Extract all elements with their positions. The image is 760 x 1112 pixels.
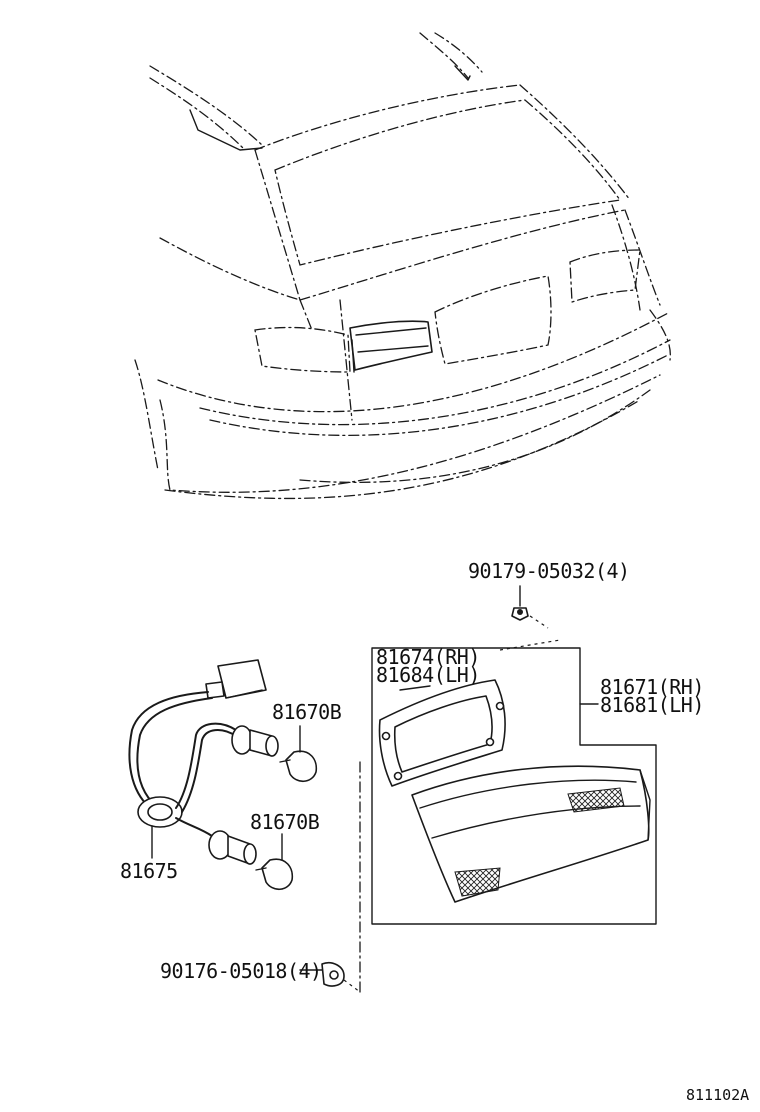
screw-top-assembly	[511, 585, 549, 629]
label-lamp-lh: 81681(LH)	[600, 693, 704, 717]
bulb-lower	[255, 833, 294, 891]
label-bulb-upper: 81670B	[272, 700, 342, 724]
car-rear-illustration	[134, 32, 671, 500]
label-screw-top: 90179-05032(4)	[468, 559, 630, 583]
socket-wire-harness	[128, 659, 279, 865]
lamp-box-outline	[371, 639, 657, 925]
label-gasket-lh: 81684(LH)	[376, 663, 480, 687]
label-screw-bottom: 90176-05018(4)	[160, 959, 322, 983]
label-lamp-rh: 81671(RH)	[600, 675, 704, 699]
bulb-upper	[279, 725, 318, 783]
screw-bottom-assembly	[299, 961, 361, 993]
diagram-code: 811102A	[686, 1086, 749, 1104]
gasket-illustration	[378, 679, 506, 787]
lamp-lens-illustration	[411, 765, 651, 903]
label-socket-wire: 81675	[120, 859, 178, 883]
label-gasket-rh: 81674(RH)	[376, 645, 480, 669]
label-bulb-lower: 81670B	[250, 810, 320, 834]
